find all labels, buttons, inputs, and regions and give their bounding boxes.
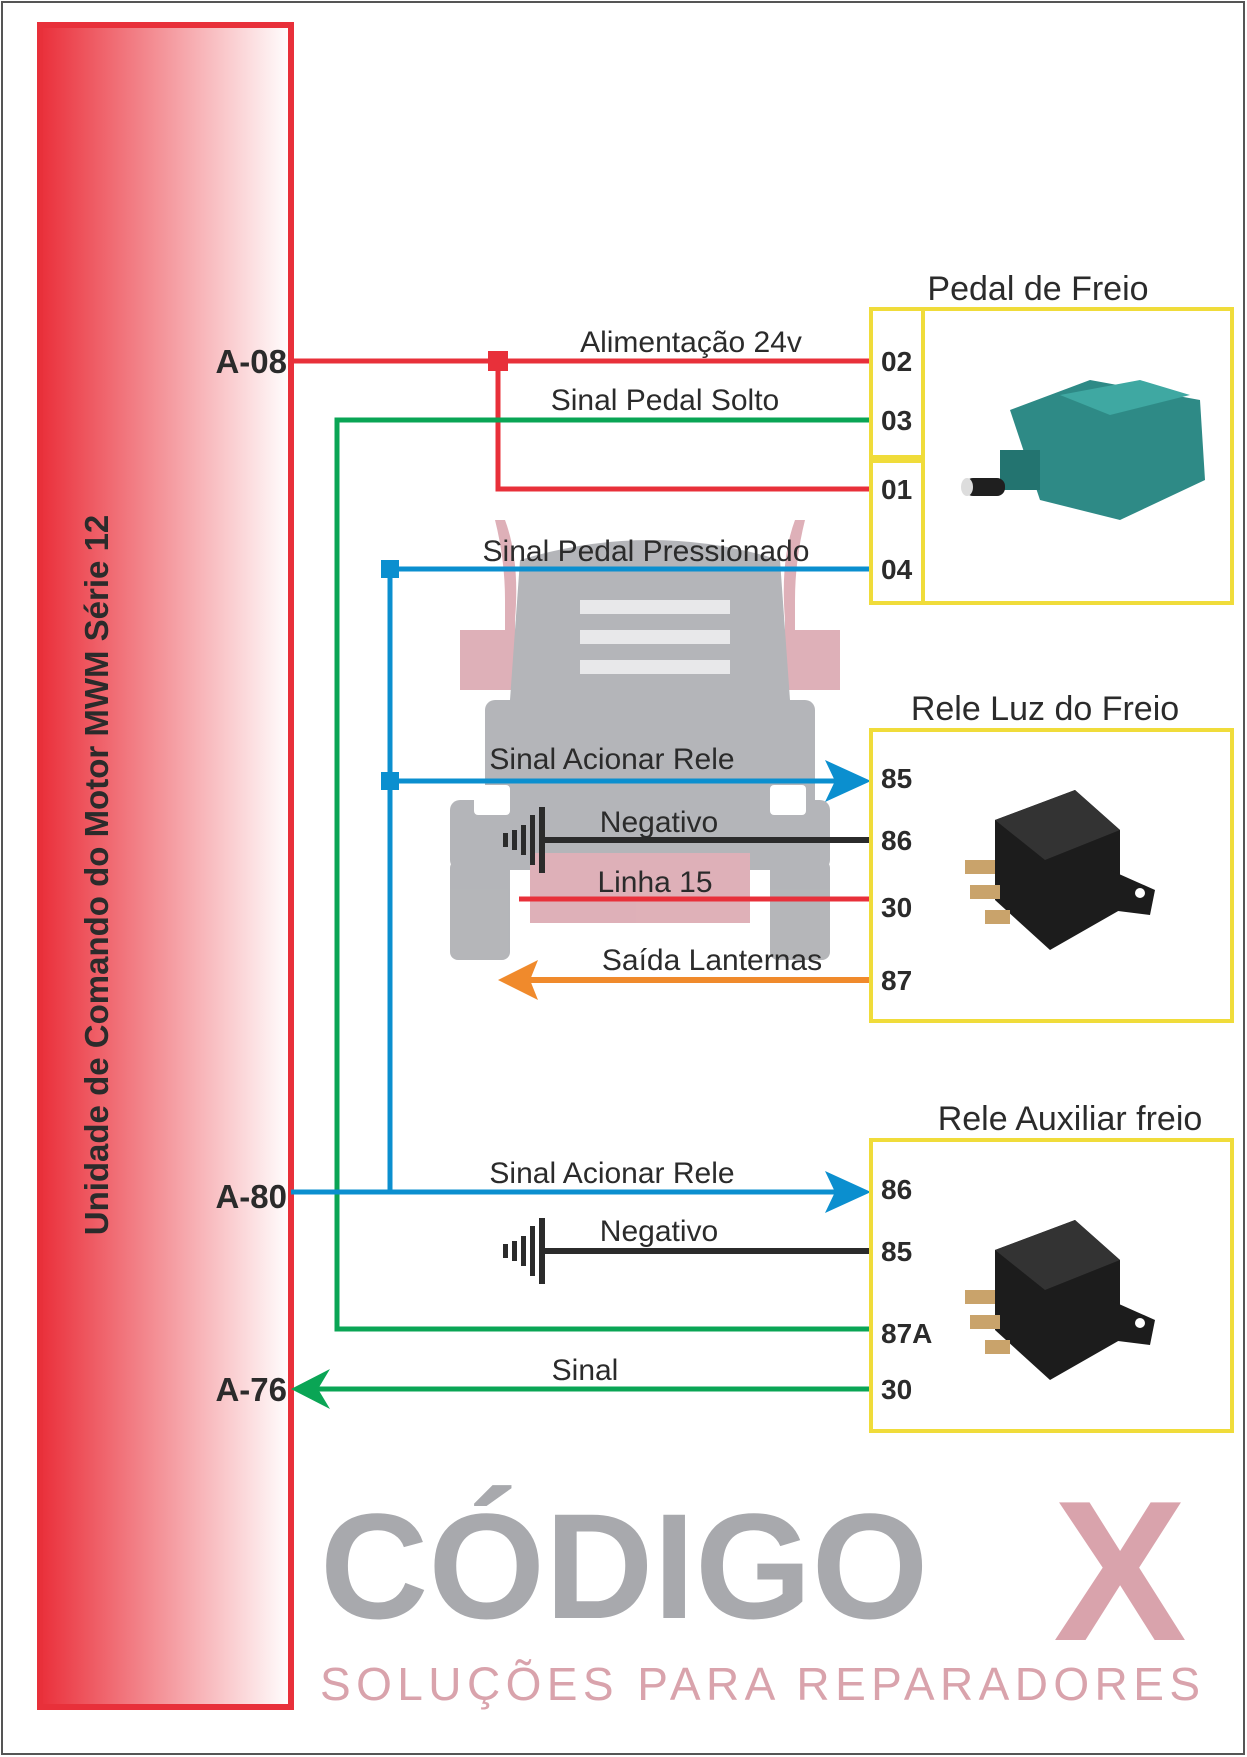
watermark-tagline: SOLUÇÕES PARA REPARADORES xyxy=(320,1658,1200,1710)
pedal-pin-03: 03 xyxy=(881,405,912,436)
rele-luz-pin-30: 30 xyxy=(881,892,912,923)
ecu-title: Unidade de Comando do Motor MWM Série 12 xyxy=(78,515,115,1236)
wire-alimentacao xyxy=(291,358,871,902)
wire-blue-bus xyxy=(291,566,871,1195)
pedal-de-freio: Pedal de Freio 02 03 01 04 xyxy=(869,270,1234,605)
rele-aux-pin-87a: 87A xyxy=(881,1318,932,1349)
label-negativo-2: Negativo xyxy=(600,1215,718,1248)
label-acionar-rele-1: Sinal Acionar Rele xyxy=(489,743,734,776)
rele-aux-pin-86: 86 xyxy=(881,1174,912,1205)
junction-blue-1 xyxy=(381,560,399,578)
label-pedal-pressionado: Sinal Pedal Pressionado xyxy=(483,535,810,568)
label-negativo-1: Negativo xyxy=(600,806,718,839)
pedal-pin-02: 02 xyxy=(881,346,912,377)
junction-red xyxy=(488,351,508,371)
arrow-acionar-2 xyxy=(825,1171,871,1213)
ground-icon xyxy=(503,1218,871,1284)
rele-auxiliar-freio: Rele Auxiliar freio 86 85 87A 30 xyxy=(869,1100,1234,1433)
rele-aux-title: Rele Auxiliar freio xyxy=(938,1100,1203,1138)
rele-luz-pin-85: 85 xyxy=(881,763,912,794)
ecu-pin-a80: A-80 xyxy=(215,1178,287,1215)
label-saida-lanternas: Saída Lanternas xyxy=(602,944,822,977)
arrow-acionar-1 xyxy=(825,760,871,802)
ecu-pin-a08: A-08 xyxy=(215,343,287,380)
rele-luz-pin-86: 86 xyxy=(881,825,912,856)
label-sinal: Sinal xyxy=(552,1354,619,1387)
rele-luz-pin-87: 87 xyxy=(881,965,912,996)
pedal-title: Pedal de Freio xyxy=(927,270,1148,308)
relay-icon xyxy=(965,1220,1155,1380)
pedal-pin-04: 04 xyxy=(881,554,913,585)
junction-blue-2 xyxy=(381,772,399,790)
brake-switch-icon xyxy=(961,380,1205,520)
arrow-sinal xyxy=(291,1369,330,1409)
wire-pedal-solto xyxy=(334,417,871,1332)
label-acionar-rele-2: Sinal Acionar Rele xyxy=(489,1157,734,1190)
watermark-brand: CÓDIGO xyxy=(320,1482,928,1650)
truck-watermark xyxy=(450,520,840,960)
arrow-saida-lanternas xyxy=(498,960,538,1000)
label-linha15: Linha 15 xyxy=(597,866,712,899)
label-alimentacao: Alimentação 24v xyxy=(580,326,802,359)
relay-icon xyxy=(965,790,1155,950)
ecu-pin-a76: A-76 xyxy=(215,1371,287,1408)
rele-luz-do-freio: Rele Luz do Freio 85 86 30 87 xyxy=(869,690,1234,1023)
watermark-brand-x: X xyxy=(1053,1460,1186,1683)
rele-luz-title: Rele Luz do Freio xyxy=(911,690,1179,728)
ground-icon xyxy=(503,807,871,873)
watermark-logo: CÓDIGO X SOLUÇÕES PARA REPARADORES xyxy=(320,1460,1200,1710)
rele-aux-pin-30: 30 xyxy=(881,1374,912,1405)
label-pedal-solto: Sinal Pedal Solto xyxy=(551,384,780,417)
pedal-pin-01: 01 xyxy=(881,474,912,505)
ecu-box xyxy=(37,22,294,1710)
rele-aux-pin-85: 85 xyxy=(881,1236,912,1267)
